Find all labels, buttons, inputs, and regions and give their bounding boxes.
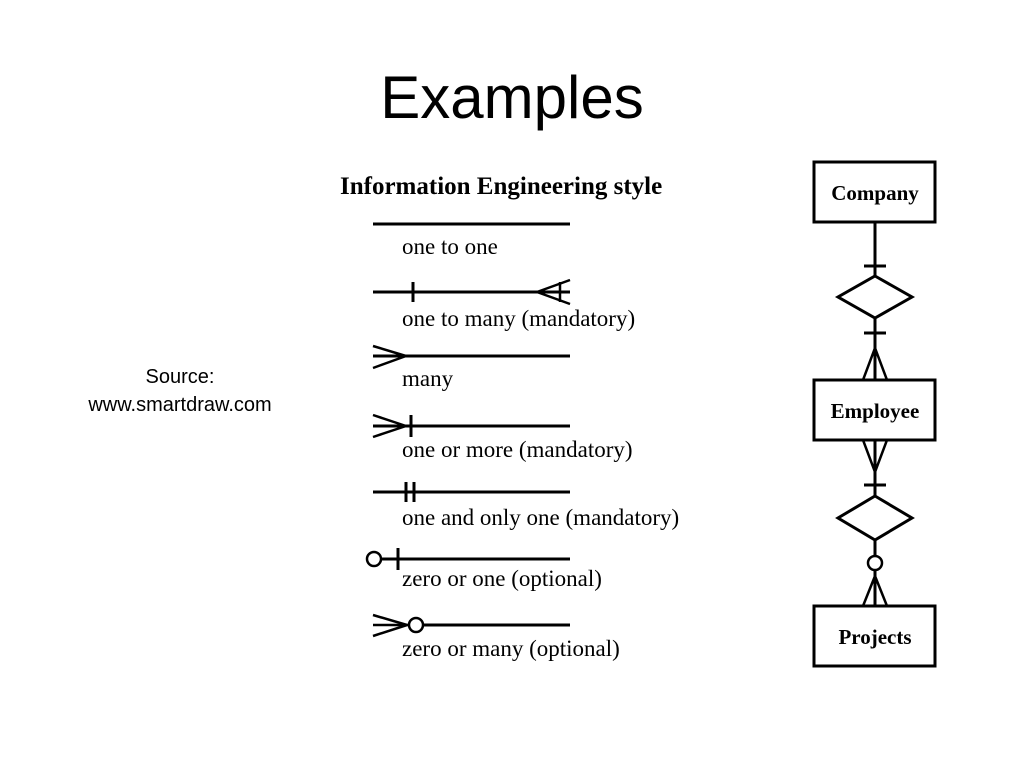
legend-symbol-zero-or-many [372, 613, 570, 638]
entity-employee: Employee [812, 378, 937, 442]
er-diagram: Company Employee Projects [812, 160, 937, 668]
source-label: Source: [145, 366, 215, 388]
legend-label-one-and-only-one: one and only one (mandatory) [402, 505, 679, 530]
legend-symbol-zero-or-one [365, 548, 570, 570]
source-note: Source: www.smartdraw.com [60, 363, 300, 419]
relationship-diamond [834, 274, 916, 320]
legend-label-many: many [402, 366, 454, 391]
legend-symbol-one-or-more [372, 413, 570, 439]
entity-projects-label: Projects [838, 625, 911, 649]
legend-title: Information Engineering style [340, 173, 662, 200]
entity-company: Company [812, 160, 937, 224]
legend-symbol-one-and-only-one [373, 482, 570, 502]
legend-label-one-to-many: one to many (mandatory) [402, 306, 635, 331]
legend-label-zero-or-one: zero or one (optional) [402, 566, 602, 591]
relationship-diamond [835, 494, 915, 542]
source-url: www.smartdraw.com [88, 394, 272, 416]
legend-label-zero-or-many: zero or many (optional) [402, 636, 620, 661]
legend-label-one-or-more: one or more (mandatory) [402, 437, 633, 462]
legend-symbol-one-to-many [373, 278, 571, 306]
relationship-company-employee [834, 222, 916, 381]
entity-employee-label: Employee [831, 399, 920, 423]
legend-label-one-to-one: one to one [402, 234, 498, 259]
entity-company-label: Company [831, 181, 919, 205]
slide-title: Examples [380, 64, 644, 131]
legend-symbol-many [372, 344, 570, 370]
entity-projects: Projects [812, 604, 937, 668]
relationship-employee-projects [835, 439, 915, 607]
notation-legend: Information Engineering style one to one… [340, 173, 679, 661]
